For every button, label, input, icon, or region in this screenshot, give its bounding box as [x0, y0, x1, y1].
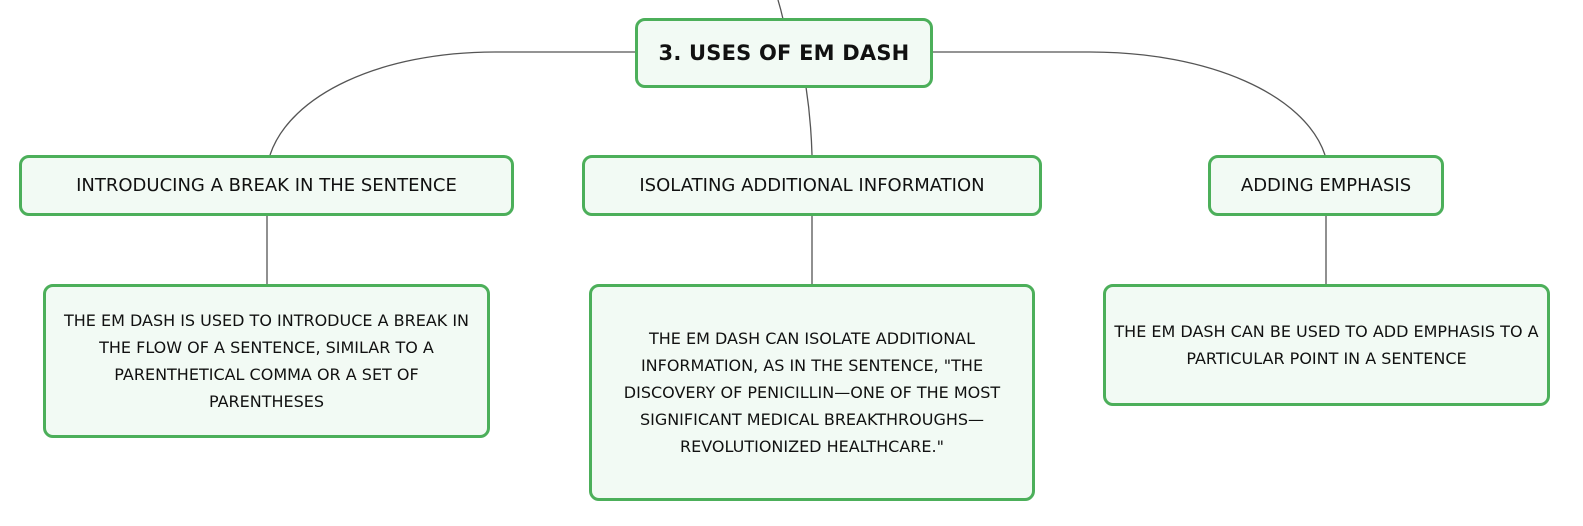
connector-root-to-branch-break	[269, 51, 637, 156]
detail-node-text: THE EM DASH IS USED TO INTRODUCE A BREAK…	[63, 311, 470, 411]
connector-root-to-branch-isolating	[805, 86, 813, 156]
branch-node-adding-emphasis[interactable]: ADDING EMPHASIS	[1208, 155, 1444, 216]
detail-node-adding-emphasis[interactable]: THE EM DASH CAN BE USED TO ADD EMPHASIS …	[1103, 284, 1550, 406]
detail-node-introducing-break[interactable]: THE EM DASH IS USED TO INTRODUCE A BREAK…	[43, 284, 490, 438]
branch-node-label: ADDING EMPHASIS	[1240, 175, 1412, 196]
branch-node-label: INTRODUCING A BREAK IN THE SENTENCE	[76, 175, 457, 196]
detail-node-isolating-information[interactable]: THE EM DASH CAN ISOLATE ADDITIONAL INFOR…	[589, 284, 1035, 501]
detail-node-text: THE EM DASH CAN BE USED TO ADD EMPHASIS …	[1114, 322, 1539, 368]
branch-node-isolating-information[interactable]: ISOLATING ADDITIONAL INFORMATION	[582, 155, 1042, 216]
branch-node-introducing-break[interactable]: INTRODUCING A BREAK IN THE SENTENCE	[19, 155, 514, 216]
detail-node-text: THE EM DASH CAN ISOLATE ADDITIONAL INFOR…	[623, 329, 1001, 456]
connector-parent-to-root	[777, 0, 784, 20]
root-node-label: 3. USES OF EM DASH	[658, 41, 910, 65]
root-node[interactable]: 3. USES OF EM DASH	[635, 18, 933, 88]
connector-root-to-branch-emphasis	[933, 51, 1326, 156]
branch-node-label: ISOLATING ADDITIONAL INFORMATION	[639, 175, 985, 196]
